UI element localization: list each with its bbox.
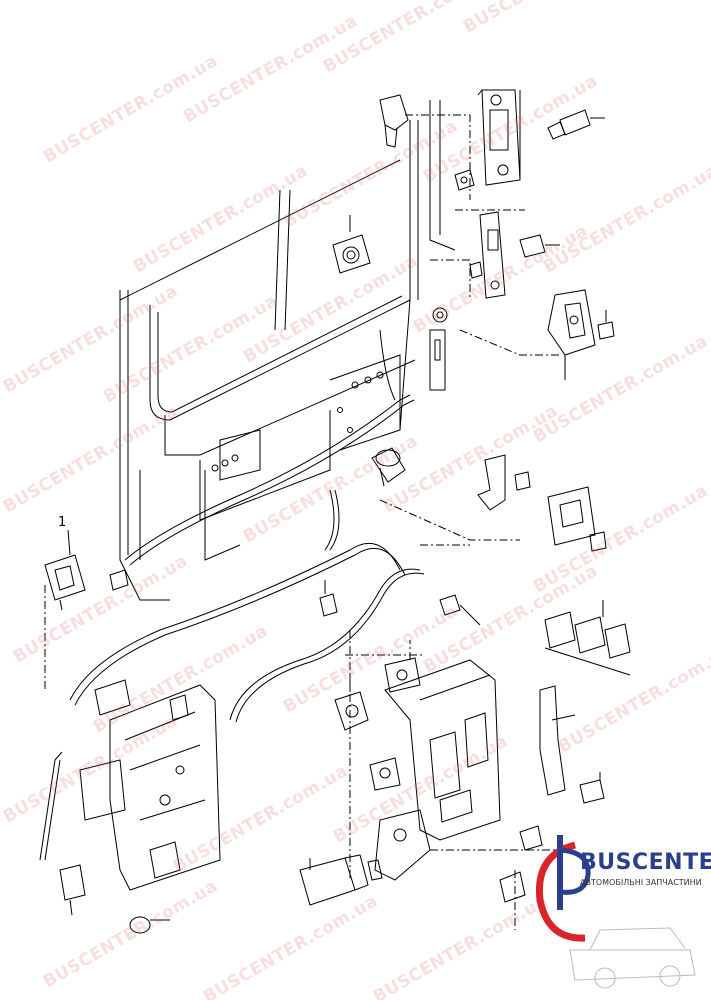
knob-bottom	[129, 916, 170, 934]
connecting-rod	[39, 751, 63, 861]
logo-tagline: АВТОМОБІЛЬНІ ЗАПЧАСТИНИ	[580, 878, 702, 887]
cable-holder-bracket	[544, 600, 631, 676]
logo-name: BUSCENTER	[580, 850, 711, 875]
support-bracket-right	[539, 685, 605, 804]
door-frame-outline	[119, 100, 456, 601]
lock-cylinder-small	[59, 864, 86, 916]
logo-emblem	[535, 835, 696, 989]
actuator-knob-1	[334, 675, 369, 731]
lock-cable-upper	[124, 394, 415, 566]
lock-cable-lower	[69, 542, 406, 706]
striker-plate-upper	[477, 89, 521, 186]
nut-small-1	[454, 169, 475, 191]
motor-actuator	[299, 854, 383, 906]
striker-plate-middle	[469, 211, 506, 299]
lock-cable-rod	[229, 329, 425, 723]
central-lock-module	[374, 657, 501, 881]
lower-latch-assembly	[79, 679, 221, 891]
door-buffer	[371, 447, 406, 487]
buscenter-logo: BUSCENTER АВТОМОБІЛЬНІ ЗАПЧАСТИНИ	[530, 830, 711, 1000]
nut-right	[597, 310, 615, 340]
cover-plate	[547, 486, 607, 552]
actuator-knob-2	[369, 757, 401, 791]
lock-mechanism-left	[44, 529, 129, 611]
bolt-middle	[519, 234, 560, 258]
latch-bracket-right	[547, 289, 596, 380]
clip-module-2	[499, 871, 526, 903]
leader-lines	[44, 114, 560, 930]
callout-number: 1	[58, 515, 67, 530]
clip-top	[379, 94, 409, 148]
cable-clip	[319, 580, 338, 617]
cable-end-fitting	[439, 594, 481, 626]
bracket-angle	[477, 454, 531, 511]
washer-middle	[432, 307, 448, 323]
bolt-top	[547, 109, 605, 140]
clip-module-1	[519, 825, 543, 851]
rubber-grommet	[332, 215, 371, 274]
